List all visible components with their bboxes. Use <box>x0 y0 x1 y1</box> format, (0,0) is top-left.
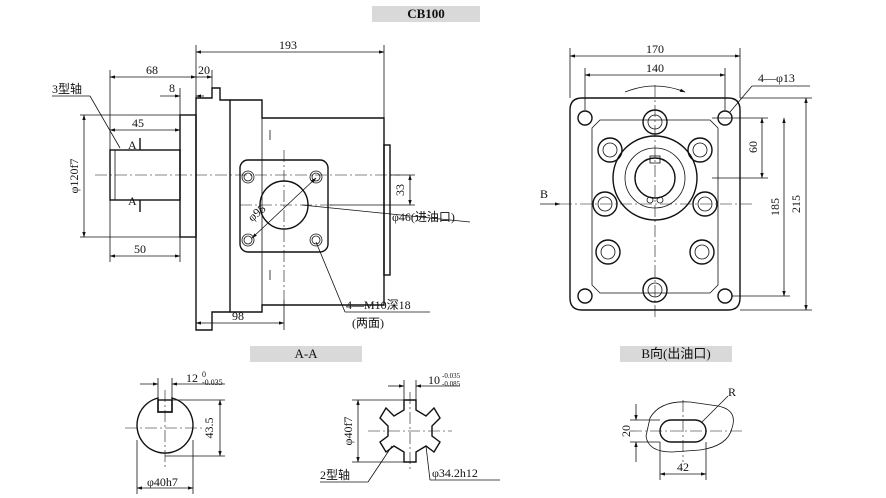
view-arrow-b: B <box>540 187 548 201</box>
mount-hole <box>577 288 593 304</box>
section-spline-shaft: 10 -0.035 -0.085 φ40f7 φ34.2h12 2型轴 <box>320 372 500 483</box>
dim-phi34-2h12: φ34.2h12 <box>432 466 478 480</box>
dim-phi40f7: φ40f7 <box>341 417 355 446</box>
dim-140: 140 <box>646 61 664 75</box>
front-view: 193 68 20 8 3型轴 45 A A φ120f7 50 <box>52 38 471 331</box>
dim-33: 33 <box>393 184 407 196</box>
view-b-detail: R 20 42 <box>619 385 745 480</box>
holes-callout: 4—φ13 <box>758 71 795 85</box>
mount-hole <box>717 288 733 304</box>
dim-10: 10 <box>428 373 440 387</box>
section-mark-a-bottom: A <box>128 194 137 208</box>
dim-45: 45 <box>132 116 144 130</box>
dim-43-5: 43.5 <box>202 418 216 439</box>
dim-50: 50 <box>134 242 146 256</box>
thread-callout: 4—M10深18 <box>346 298 411 312</box>
section-keyed-shaft: 12 0 -0.035 43.5 φ40h7 <box>125 370 225 494</box>
tol-10-upper: -0.035 <box>442 372 461 380</box>
tol-12-upper: 0 <box>202 370 206 379</box>
dim-215: 215 <box>789 195 803 213</box>
thread-callout-faces: (两面) <box>352 316 384 330</box>
shaft-type-2-label: 2型轴 <box>320 467 350 482</box>
tol-10-lower: -0.085 <box>442 380 461 388</box>
title-cb100: CB100 <box>372 6 480 22</box>
dim-20-b: 20 <box>619 425 633 437</box>
dim-68: 68 <box>146 63 158 77</box>
tol-12-lower: -0.035 <box>202 378 223 387</box>
dim-8: 8 <box>169 81 175 95</box>
dim-12: 12 <box>186 371 198 385</box>
dim-98: 98 <box>232 309 244 323</box>
title-section-aa: A-A <box>250 346 362 362</box>
dim-phi120f7: φ120f7 <box>67 159 81 194</box>
dim-phi40h7: φ40h7 <box>147 475 178 489</box>
side-view: 170 140 4—φ13 60 185 215 B <box>540 42 812 320</box>
shaft-type-label: 3型轴 <box>52 81 82 96</box>
dim-phi46-inlet: φ46(进油口) <box>392 210 455 224</box>
dim-20: 20 <box>198 63 210 77</box>
dim-170: 170 <box>646 42 664 56</box>
mount-hole <box>577 110 593 126</box>
mounting-flange <box>179 114 197 238</box>
rear-cover <box>383 144 391 276</box>
dim-42: 42 <box>677 460 689 474</box>
dim-60: 60 <box>746 141 760 153</box>
front-cover <box>195 87 231 331</box>
title-view-b: B向(出油口) <box>620 346 732 362</box>
dim-193: 193 <box>279 38 297 52</box>
section-mark-a-top: A <box>128 138 137 152</box>
side-flange <box>569 97 741 311</box>
dim-185: 185 <box>768 198 782 216</box>
radius-label: R <box>728 385 736 399</box>
